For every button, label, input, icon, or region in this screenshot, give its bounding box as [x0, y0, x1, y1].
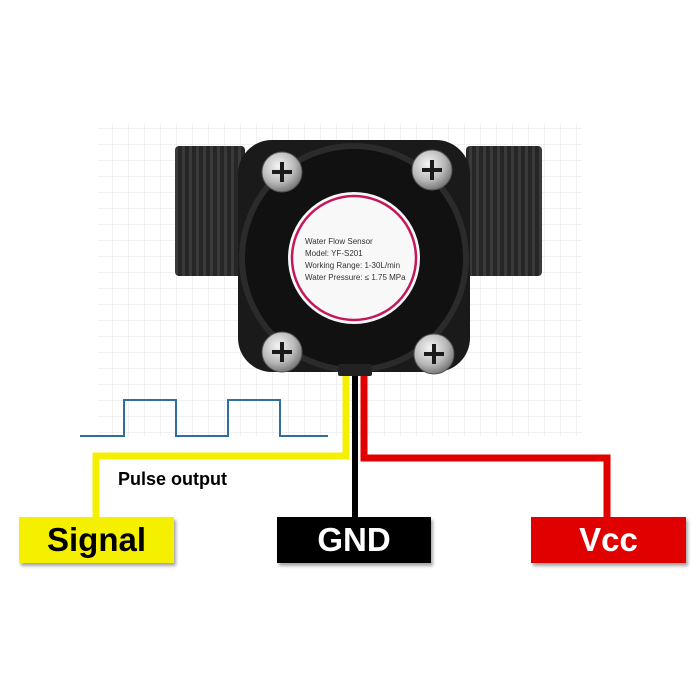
sensor-label-model: Model: YF-S201: [305, 249, 363, 258]
screw-bottom-right-icon: [413, 333, 455, 375]
screw-top-right-icon: [411, 149, 453, 191]
left-thread: [175, 146, 245, 276]
sensor-label-name: Water Flow Sensor: [305, 237, 373, 246]
vcc-terminal-label: Vcc: [531, 517, 686, 563]
sensor-label-range: Working Range: 1-30L/min: [305, 261, 400, 270]
right-thread: [466, 146, 542, 276]
signal-wire: [92, 368, 350, 520]
sensor-face-ring: [290, 194, 418, 322]
gnd-terminal-label: GND: [277, 517, 431, 563]
signal-terminal-label: Signal: [19, 517, 174, 563]
pulse-output-label: Pulse output: [118, 469, 227, 489]
pulse-waveform: [80, 399, 328, 437]
sensor-label-pressure: Water Pressure: ≤ 1.75 MPa: [305, 273, 406, 282]
wire-connector: [338, 364, 372, 376]
screw-bottom-left-icon: [261, 331, 303, 373]
vcc-wire: [360, 368, 611, 520]
flow-sensor: Water Flow Sensor Model: YF-S201 Working…: [175, 140, 542, 375]
screw-top-left-icon: [261, 151, 303, 193]
sensor-face: [288, 192, 420, 324]
